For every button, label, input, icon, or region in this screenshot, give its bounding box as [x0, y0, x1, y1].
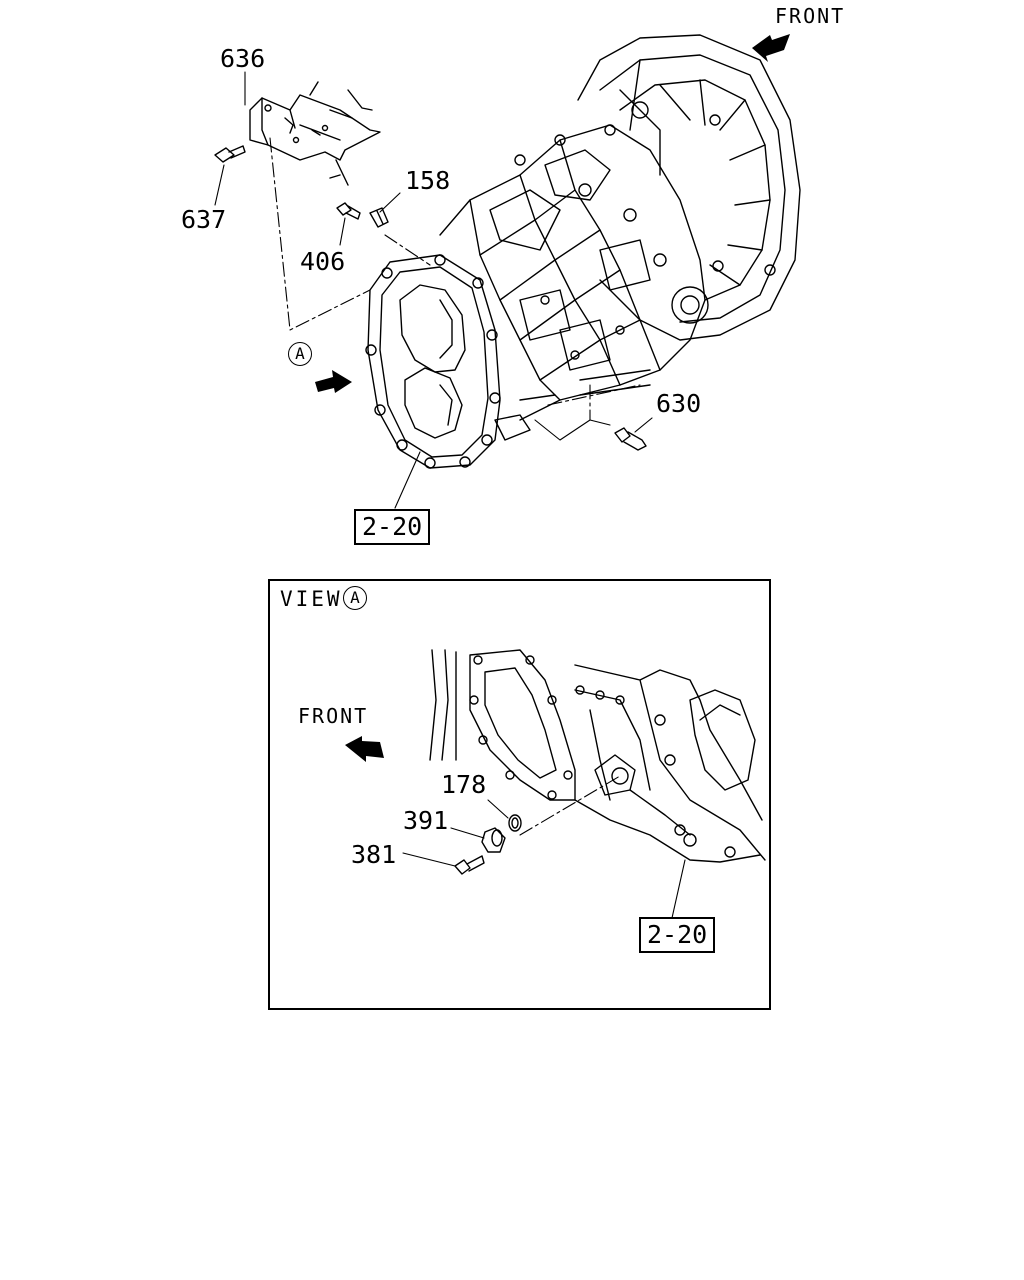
view-a-front-label: FRONT	[298, 704, 369, 728]
bracket-part-636	[249, 81, 381, 186]
transmission-assembly	[365, 34, 801, 469]
front-label: FRONT	[775, 4, 846, 28]
callout-636: 636	[220, 44, 266, 73]
view-a-case	[429, 649, 766, 863]
view-a-title-marker: A	[343, 586, 367, 610]
view-a-panel	[268, 579, 771, 1010]
bolt-part-637	[214, 145, 246, 163]
front-arrow-icon	[752, 34, 790, 62]
leader-lines-view-a	[402, 775, 686, 919]
bolt-part-406	[336, 202, 361, 220]
reference-box: 2-20	[354, 509, 431, 545]
view-a-marker: A	[288, 342, 312, 366]
leader-lines-top	[214, 71, 653, 509]
callout-637: 637	[181, 205, 227, 234]
callout-381: 381	[351, 840, 397, 869]
bolt-part-381	[454, 855, 485, 875]
clip-part-158	[369, 207, 389, 228]
view-a-front-arrow-icon	[345, 736, 384, 762]
switch-part-630	[614, 427, 647, 451]
callout-158: 158	[405, 166, 451, 195]
callout-391: 391	[403, 806, 449, 835]
view-arrow-icon	[315, 370, 352, 393]
callout-178: 178	[441, 770, 487, 799]
callout-630: 630	[656, 389, 702, 418]
view-a-reference-box: 2-20	[639, 917, 716, 953]
view-a-title: VIEW	[280, 587, 343, 611]
sensor-part-391	[481, 827, 506, 853]
callout-406: 406	[300, 247, 346, 276]
gasket-part-178	[508, 814, 522, 832]
